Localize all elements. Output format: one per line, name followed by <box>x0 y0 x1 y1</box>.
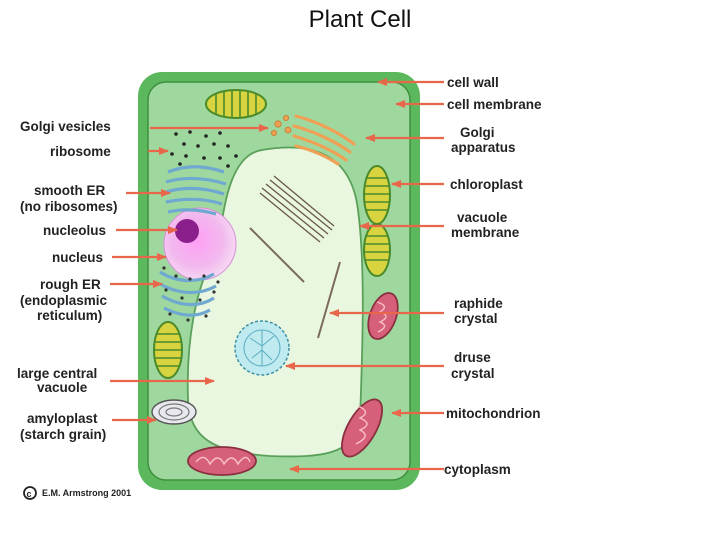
chloroplast-left <box>153 321 183 379</box>
raphide-bundle <box>259 175 335 243</box>
raphide-needle-2 <box>317 261 341 339</box>
label-vacuole-membrane-1: vacuole <box>457 210 508 225</box>
label-raphide-crystal-1: raphide <box>454 296 503 311</box>
label-smooth-er-2: (no ribosomes) <box>20 199 118 214</box>
amyloplast <box>151 399 197 425</box>
label-rough-er-3: reticulum) <box>37 308 102 323</box>
mitochondrion-lower <box>341 398 383 458</box>
label-rough-er-1: rough ER <box>40 277 101 292</box>
label-cytoplasm: cytoplasm <box>444 462 511 477</box>
page-title: Plant Cell <box>308 6 412 33</box>
label-cell-wall: cell wall <box>447 75 499 90</box>
label-nucleus: nucleus <box>52 250 103 265</box>
druse-crystal <box>234 320 290 376</box>
rough-er <box>159 270 217 317</box>
chloroplast-right-2 <box>363 223 391 277</box>
label-raphide-crystal-2: crystal <box>454 311 498 326</box>
label-cell-membrane: cell membrane <box>447 97 542 112</box>
label-amyloplast-1: amyloplast <box>27 411 98 426</box>
label-golgi-apparatus-1: Golgi <box>460 125 495 140</box>
label-smooth-er-1: smooth ER <box>34 183 106 198</box>
credit-text: E.M. Armstrong 2001 <box>42 488 131 498</box>
label-druse-crystal-1: druse <box>454 350 491 365</box>
raphide-needle-1 <box>249 227 305 283</box>
label-ribosome: ribosome <box>50 144 111 159</box>
golgi-vesicles <box>270 115 292 136</box>
mitochondrion-bottom <box>187 446 257 476</box>
label-vacuole-membrane-2: membrane <box>451 225 520 240</box>
label-large-central-vacuole-1: large central <box>17 366 97 381</box>
label-chloroplast: chloroplast <box>450 177 523 192</box>
label-golgi-vesicles: Golgi vesicles <box>20 119 111 134</box>
label-druse-crystal-2: crystal <box>451 366 495 381</box>
golgi-apparatus <box>292 114 356 166</box>
label-nucleolus: nucleolus <box>43 223 106 238</box>
label-rough-er-2: (endoplasmic <box>20 293 108 308</box>
mitochondrion-upper <box>367 292 399 340</box>
arrows <box>110 78 444 473</box>
nucleolus <box>175 219 199 243</box>
smooth-er <box>165 165 227 216</box>
ribosomes <box>170 130 238 168</box>
label-golgi-apparatus-2: apparatus <box>451 140 516 155</box>
nucleus <box>163 207 237 281</box>
rough-er-ribosomes <box>162 266 220 322</box>
label-amyloplast-2: (starch grain) <box>20 427 106 442</box>
label-mitochondrion: mitochondrion <box>446 406 541 421</box>
chloroplast-top <box>205 89 267 119</box>
svg-text:c: c <box>27 489 32 499</box>
label-large-central-vacuole-2: vacuole <box>37 380 88 395</box>
copyright-icon: c <box>23 486 37 500</box>
chloroplast-right <box>363 165 391 225</box>
